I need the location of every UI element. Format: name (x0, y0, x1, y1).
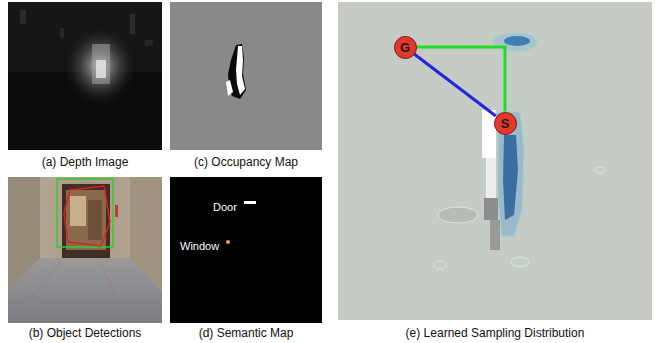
map-label: Door (213, 201, 237, 213)
direct-path (414, 54, 496, 116)
waypoint-marker: G (394, 36, 417, 59)
panel-caption: (d) Semantic Map (170, 327, 322, 341)
map-label-box: Window (180, 236, 219, 254)
panel-caption-box: (c) Occupancy Map (170, 156, 322, 170)
panel-caption: (c) Occupancy Map (170, 156, 322, 170)
panel-caption: (a) Depth Image (8, 156, 162, 170)
panel-caption-box: (e) Learned Sampling Distribution (338, 327, 652, 341)
semantic-map (170, 177, 322, 323)
waypoint-letter: S (501, 117, 510, 130)
panel-caption: (b) Object Detections (8, 327, 162, 341)
panel-caption-box: (a) Depth Image (8, 156, 162, 170)
waypoint-letter: G (400, 41, 410, 54)
camera-photo (8, 177, 162, 323)
panel-caption-box: (b) Object Detections (8, 327, 162, 341)
panel-caption-box: (d) Semantic Map (170, 327, 322, 341)
occupancy-map (170, 2, 322, 150)
sampling-distribution (338, 2, 652, 320)
waypoint-marker: S (494, 112, 517, 135)
depth-image (8, 2, 162, 150)
map-label-box: Door (213, 197, 237, 215)
grid-path (417, 47, 506, 112)
map-label: Window (180, 240, 219, 252)
panel-caption: (e) Learned Sampling Distribution (338, 327, 652, 341)
